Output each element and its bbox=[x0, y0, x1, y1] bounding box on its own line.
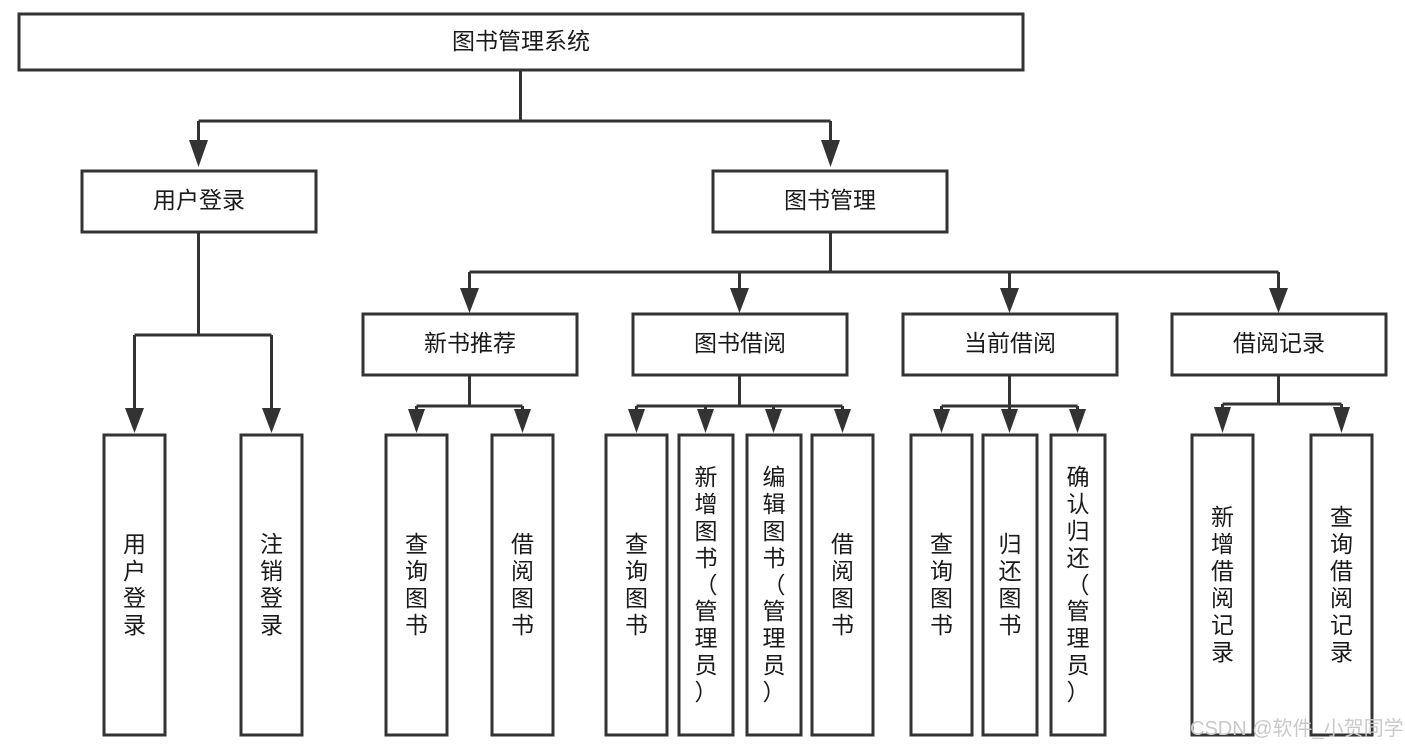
node-leaf-query-book-1-box[interactable] bbox=[384, 433, 449, 737]
node-borrow-record[interactable]: 借阅记录 bbox=[1170, 312, 1388, 377]
node-leaf-logout-box[interactable] bbox=[239, 433, 304, 737]
node-leaf-return-book-box[interactable] bbox=[981, 433, 1039, 737]
node-new-book-recommend-box[interactable] bbox=[361, 312, 579, 377]
node-leaf-query-record-box[interactable] bbox=[1309, 433, 1374, 737]
arrow-head-leaf-edit-book bbox=[765, 409, 782, 433]
connector-group-user-login-to-leaves bbox=[125, 232, 281, 433]
leaf-nodes-group bbox=[102, 433, 1374, 737]
node-new-book-recommend-label: 新书推荐 bbox=[424, 330, 516, 356]
arrow-head-book-manage bbox=[821, 140, 840, 167]
node-leaf-user-login-box[interactable] bbox=[102, 433, 167, 737]
arrow-head-leaf-query-book-1 bbox=[408, 409, 425, 433]
node-book-borrow-label: 图书借阅 bbox=[694, 330, 786, 356]
arrow-head-leaf-add-book bbox=[697, 409, 714, 433]
connector-group-current-borrow-to-leaves bbox=[933, 375, 1086, 433]
arrow-head-leaf-borrow-book-2 bbox=[834, 409, 851, 433]
connector-group-book-borrow-to-leaves bbox=[628, 375, 851, 433]
arrow-head-leaf-query-book-3 bbox=[933, 409, 950, 433]
connector-group-new-book-to-leaves bbox=[408, 375, 531, 433]
node-current-borrow-box[interactable] bbox=[901, 312, 1119, 377]
node-leaf-edit-book-box[interactable] bbox=[745, 433, 803, 737]
node-borrow-record-box[interactable] bbox=[1170, 312, 1388, 377]
node-user-login-box[interactable] bbox=[80, 169, 318, 234]
arrow-head-borrow-record bbox=[1269, 288, 1288, 313]
connector-group-book-manage-to-level2 bbox=[460, 232, 1288, 313]
node-new-book-recommend[interactable]: 新书推荐 bbox=[361, 312, 579, 377]
node-root[interactable]: 图书管理系统 bbox=[17, 12, 1025, 72]
arrow-head-leaf-return-book bbox=[1001, 409, 1018, 433]
arrow-head-leaf-confirm-return bbox=[1069, 409, 1086, 433]
node-leaf-add-record-box[interactable] bbox=[1190, 433, 1255, 737]
node-borrow-record-label: 借阅记录 bbox=[1233, 330, 1325, 356]
arrow-head-book-borrow bbox=[730, 288, 749, 313]
node-leaf-add-book-box[interactable] bbox=[677, 433, 735, 737]
arrow-head-leaf-logout bbox=[262, 408, 281, 433]
node-book-manage-label: 图书管理 bbox=[784, 187, 876, 213]
connector-group-root-to-level1 bbox=[189, 70, 840, 167]
node-leaf-borrow-book-2-box[interactable] bbox=[810, 433, 875, 737]
arrow-head-user-login bbox=[189, 140, 208, 167]
arrow-head-leaf-query-book-2 bbox=[628, 409, 645, 433]
connector-group-borrow-record-to-leaves bbox=[1214, 375, 1350, 433]
node-user-login-label: 用户登录 bbox=[153, 187, 245, 213]
arrow-head-current-borrow bbox=[1000, 288, 1019, 313]
node-leaf-query-book-3-box[interactable] bbox=[909, 433, 974, 737]
node-book-borrow[interactable]: 图书借阅 bbox=[631, 312, 849, 377]
node-book-manage-box[interactable] bbox=[711, 169, 949, 234]
node-book-manage[interactable]: 图书管理 bbox=[711, 169, 949, 234]
arrow-head-leaf-add-record bbox=[1214, 407, 1231, 433]
node-root-box[interactable] bbox=[17, 12, 1025, 72]
node-leaf-confirm-return-box[interactable] bbox=[1049, 433, 1107, 737]
arrow-head-leaf-query-record bbox=[1333, 407, 1350, 433]
arrow-head-leaf-user-login bbox=[125, 408, 144, 433]
node-book-borrow-box[interactable] bbox=[631, 312, 849, 377]
node-user-login[interactable]: 用户登录 bbox=[80, 169, 318, 234]
node-leaf-query-book-2-box[interactable] bbox=[604, 433, 669, 737]
node-current-borrow[interactable]: 当前借阅 bbox=[901, 312, 1119, 377]
node-current-borrow-label: 当前借阅 bbox=[964, 330, 1056, 356]
watermark-text: CSDN @软件_小贺同学 bbox=[1190, 718, 1404, 740]
node-leaf-borrow-book-1-box[interactable] bbox=[490, 433, 555, 737]
node-root-label: 图书管理系统 bbox=[452, 28, 590, 54]
arrow-head-leaf-borrow-book-1 bbox=[514, 409, 531, 433]
arrow-head-new-book-recommend bbox=[460, 288, 479, 313]
